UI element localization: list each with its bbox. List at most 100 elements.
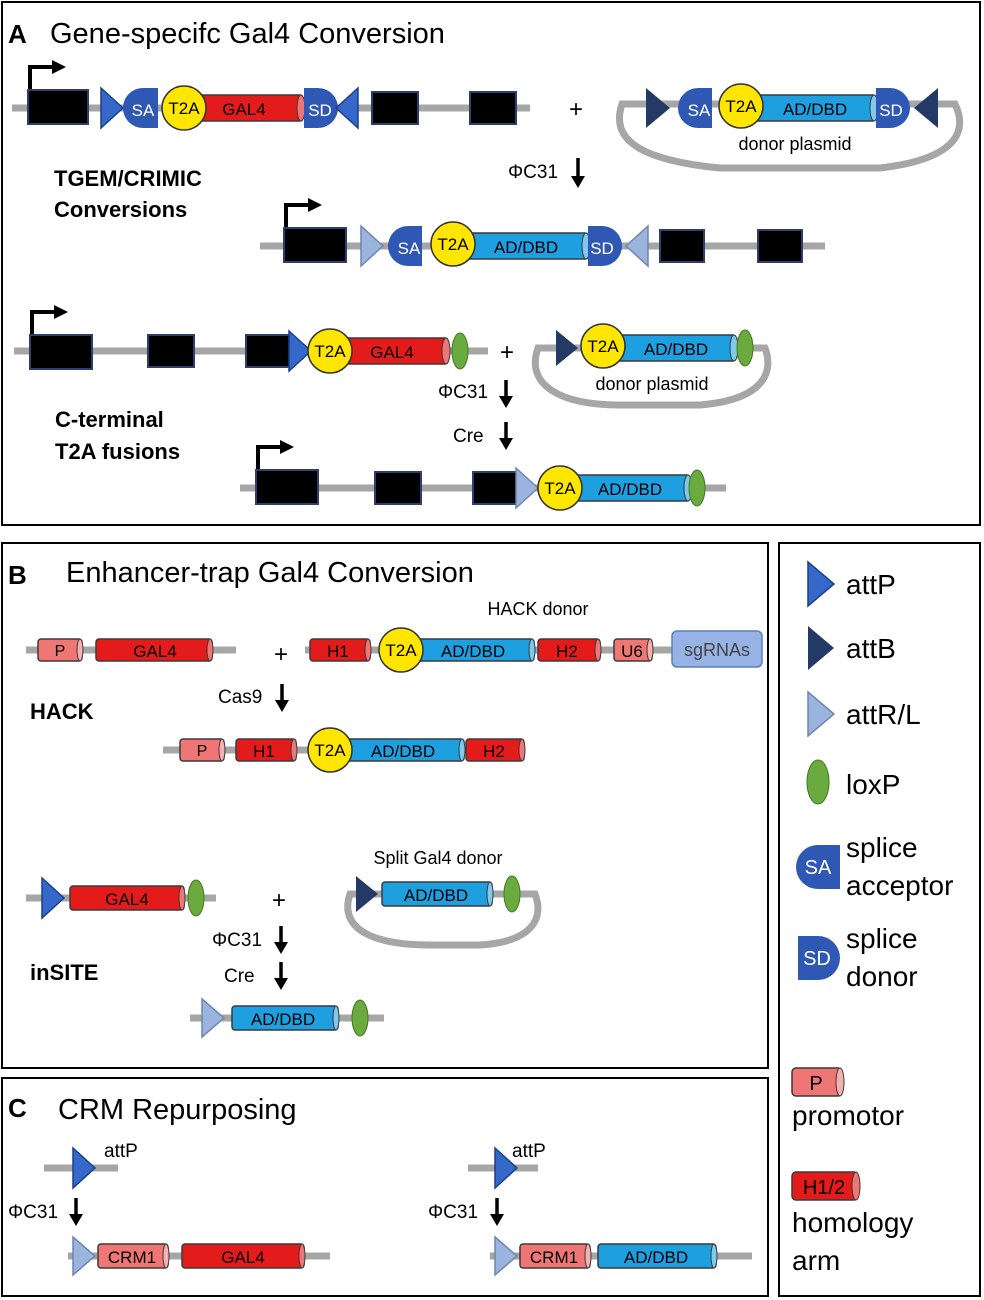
exon bbox=[245, 334, 293, 368]
legend-h-text: arm bbox=[792, 1245, 840, 1276]
row-label: T2A fusions bbox=[55, 439, 180, 464]
panel-b-letter: B bbox=[8, 560, 27, 590]
t2a-site bbox=[430, 221, 476, 267]
t2a-site bbox=[580, 323, 626, 369]
u6-label: U6 bbox=[621, 642, 643, 661]
ad-dbd-label: AD/DBD bbox=[404, 886, 468, 905]
legend-attrl-icon bbox=[807, 690, 836, 738]
legend-attrl-label: attR/L bbox=[846, 699, 921, 730]
insite-label: inSITE bbox=[30, 960, 98, 985]
donor-plasmid-label: donor plasmid bbox=[595, 374, 708, 394]
panel-b-frame bbox=[1, 542, 769, 1069]
cylinder-cap bbox=[298, 1243, 306, 1269]
ad-dbd-label: AD/DBD bbox=[783, 100, 847, 119]
exon bbox=[757, 229, 803, 263]
promoter-arrow bbox=[256, 445, 284, 470]
panel-b-title: Enhancer-trap Gal4 Conversion bbox=[66, 557, 474, 589]
cylinder-cap bbox=[178, 885, 186, 911]
phic31-label: ΦC31 bbox=[8, 1202, 58, 1223]
attp-site bbox=[334, 86, 359, 130]
cylinder-cap bbox=[290, 738, 298, 762]
legend-attb-icon bbox=[808, 626, 834, 670]
row-label: Conversions bbox=[54, 197, 187, 222]
exon bbox=[255, 469, 319, 505]
loxp-site bbox=[736, 329, 754, 367]
cylinder-cap bbox=[486, 881, 494, 907]
legend-sd-text: splice bbox=[846, 923, 918, 954]
attrl-site bbox=[360, 224, 385, 268]
down-arrowhead bbox=[499, 438, 513, 450]
hack-donor-label: HACK donor bbox=[487, 599, 588, 619]
splice-donor bbox=[588, 226, 622, 266]
t2a-label: T2A bbox=[725, 97, 757, 116]
h2-label: H2 bbox=[556, 642, 578, 661]
split-donor-label: Split Gal4 donor bbox=[373, 848, 502, 868]
t2a-label: T2A bbox=[385, 641, 417, 660]
down-arrowhead bbox=[571, 176, 585, 188]
t2a-label: T2A bbox=[168, 99, 200, 118]
phic31-label: ΦC31 bbox=[212, 930, 262, 951]
p-label: P bbox=[55, 643, 66, 660]
t2a-site bbox=[537, 465, 583, 511]
attrl-site bbox=[494, 1235, 519, 1277]
gal4-label: GAL4 bbox=[133, 642, 176, 661]
attp-site bbox=[100, 86, 125, 130]
gal4-label: GAL4 bbox=[105, 890, 148, 909]
exon bbox=[27, 89, 89, 125]
attrl-site bbox=[624, 224, 649, 268]
attp-site bbox=[494, 1146, 519, 1190]
attrl-site bbox=[515, 466, 540, 510]
attrl-site bbox=[72, 1235, 97, 1277]
h1-label: H1 bbox=[327, 642, 349, 661]
attb-site bbox=[556, 330, 578, 366]
cylinder-cap bbox=[646, 638, 654, 662]
sd-label: SD bbox=[308, 101, 332, 120]
plasmid-backbone bbox=[531, 344, 772, 409]
t2a-site bbox=[307, 328, 353, 374]
plus-sign: + bbox=[274, 641, 288, 668]
promoter-arrowhead bbox=[54, 305, 68, 319]
donor-plasmid-label: donor plasmid bbox=[738, 134, 851, 154]
attrl-site bbox=[201, 997, 226, 1039]
phic31-label: ΦC31 bbox=[508, 162, 558, 183]
exon bbox=[283, 227, 347, 263]
loxp-site bbox=[187, 879, 205, 917]
h1-label: H1 bbox=[253, 742, 275, 761]
legend-attp-label: attP bbox=[846, 569, 896, 600]
legend-sa-symbol: SA bbox=[805, 857, 832, 879]
crm1-label: CRM1 bbox=[530, 1248, 578, 1267]
t2a-label: T2A bbox=[314, 342, 346, 361]
plasmid-backbone bbox=[615, 100, 964, 172]
down-arrowhead bbox=[275, 700, 289, 712]
attb-site bbox=[914, 88, 938, 128]
ad-dbd-label: AD/DBD bbox=[441, 642, 505, 661]
panel-c-title: CRM Repurposing bbox=[58, 1094, 297, 1126]
t2a-site bbox=[161, 85, 207, 131]
t2a-label: T2A bbox=[587, 337, 619, 356]
ad-dbd-label: AD/DBD bbox=[371, 742, 435, 761]
down-arrowhead bbox=[69, 1214, 83, 1226]
cre-label: Cre bbox=[453, 426, 484, 447]
gal4-label: GAL4 bbox=[222, 100, 265, 119]
legend-p-text: promotor bbox=[792, 1100, 904, 1131]
t2a-label: T2A bbox=[437, 235, 469, 254]
gal4-label: GAL4 bbox=[370, 343, 413, 362]
legend-splice-acceptor-icon bbox=[796, 845, 840, 889]
attp-label: attP bbox=[512, 1141, 546, 1162]
ad-dbd-label: AD/DBD bbox=[494, 238, 558, 257]
ad-dbd-label: AD/DBD bbox=[598, 480, 662, 499]
cylinder-cap bbox=[218, 738, 226, 762]
plus-sign: + bbox=[569, 96, 583, 123]
cylinder-cap bbox=[594, 638, 602, 662]
exon bbox=[472, 471, 520, 505]
loxp-site bbox=[503, 875, 521, 913]
promoter-arrowhead bbox=[52, 60, 66, 74]
splice-acceptor bbox=[123, 88, 158, 128]
promoter-arrow bbox=[30, 310, 58, 335]
panel-a-title: Gene-specifc Gal4 Conversion bbox=[50, 18, 445, 50]
cas9-label: Cas9 bbox=[218, 687, 262, 708]
legend-p-symbol: P bbox=[809, 1073, 822, 1095]
cylinder-cap bbox=[162, 1243, 170, 1269]
splice-donor bbox=[304, 88, 338, 128]
